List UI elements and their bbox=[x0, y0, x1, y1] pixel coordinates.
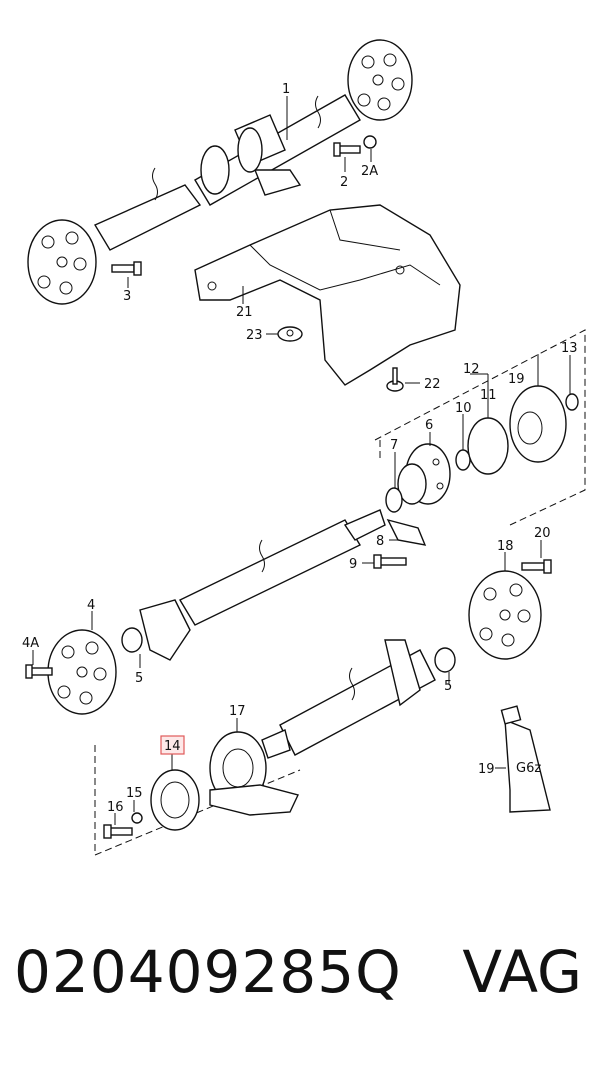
callout-4a: 4A bbox=[22, 636, 39, 651]
callout-14: 14 bbox=[164, 739, 181, 754]
middle-propshaft bbox=[139, 509, 386, 661]
callout-10: 10 bbox=[455, 401, 472, 416]
flange-6 bbox=[397, 443, 451, 505]
callout-1: 1 bbox=[282, 82, 290, 97]
center-bearing-17 bbox=[209, 731, 299, 816]
callout-5-left: 5 bbox=[135, 671, 143, 686]
lower-propshaft bbox=[261, 639, 436, 759]
bush-5-right bbox=[434, 647, 456, 673]
leader-lines bbox=[32, 96, 571, 825]
callout-17: 17 bbox=[229, 704, 246, 719]
cap-13 bbox=[565, 393, 579, 411]
nut-22 bbox=[386, 367, 404, 392]
plate-8 bbox=[386, 518, 427, 546]
callout-21: 21 bbox=[236, 305, 253, 320]
circlip-7 bbox=[385, 487, 403, 513]
washer-15 bbox=[131, 812, 143, 824]
bolt-2 bbox=[333, 142, 361, 157]
exploded-parts-diagram: G6z 1 2 2A 3 bbox=[22, 39, 586, 856]
callout-15: 15 bbox=[126, 786, 143, 801]
callout-22: 22 bbox=[424, 377, 441, 392]
callout-2a: 2A bbox=[361, 164, 378, 179]
bearing-19 bbox=[509, 385, 567, 463]
tube-label: G6z bbox=[516, 761, 541, 776]
grease-tube-g6z: G6z bbox=[500, 705, 551, 813]
bolt-3 bbox=[111, 261, 142, 276]
callout-19-tube: 19 bbox=[478, 762, 495, 777]
callout-5-right: 5 bbox=[444, 679, 452, 694]
callout-18: 18 bbox=[497, 539, 514, 554]
bolt-9 bbox=[373, 554, 407, 569]
callout-8: 8 bbox=[376, 534, 384, 549]
flex-disc-upper-right bbox=[347, 39, 413, 121]
part-number: 020409285Q bbox=[14, 938, 402, 1006]
heat-shield bbox=[194, 204, 461, 386]
bolt-20 bbox=[521, 559, 552, 574]
flex-disc-4 bbox=[47, 629, 117, 715]
callout-2: 2 bbox=[340, 175, 348, 190]
flex-disc-18 bbox=[468, 570, 542, 660]
brand-name: VAG bbox=[462, 938, 582, 1006]
grommet-23 bbox=[277, 326, 303, 342]
bolt-4a bbox=[25, 664, 53, 679]
bolt-16 bbox=[103, 824, 133, 839]
upper-propshaft bbox=[93, 94, 361, 251]
callout-7: 7 bbox=[390, 438, 398, 453]
callout-11: 11 bbox=[480, 388, 497, 403]
callout-23: 23 bbox=[246, 328, 263, 343]
washer-2a bbox=[363, 135, 377, 149]
callout-labels: 1 2 2A 3 21 23 22 12 19 13 10 11 6 7 8 9… bbox=[22, 82, 578, 815]
flex-disc-upper-left bbox=[27, 219, 97, 305]
callout-13: 13 bbox=[561, 341, 578, 356]
bush-5-left bbox=[121, 627, 143, 653]
callout-12: 12 bbox=[463, 362, 480, 377]
callout-4: 4 bbox=[87, 598, 95, 613]
dust-cover-14 bbox=[150, 769, 200, 831]
callout-9: 9 bbox=[349, 557, 357, 572]
callout-6: 6 bbox=[425, 418, 433, 433]
callout-19-bearing: 19 bbox=[508, 372, 525, 387]
gasket-11 bbox=[467, 417, 509, 475]
callout-3: 3 bbox=[123, 289, 131, 304]
footer: 020409285Q VAG bbox=[0, 938, 600, 1038]
highlight-box-14 bbox=[160, 735, 185, 755]
callout-16: 16 bbox=[107, 800, 124, 815]
callout-20: 20 bbox=[534, 526, 551, 541]
